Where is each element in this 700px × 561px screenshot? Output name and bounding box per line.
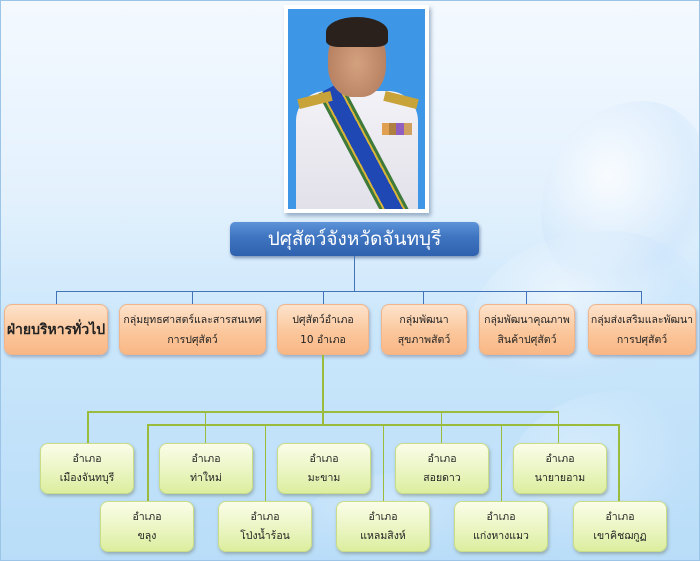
district-laem-sing[interactable]: อำเภอ แหลมสิงห์ — [336, 501, 430, 552]
department-drop — [56, 291, 57, 304]
district-khlung[interactable]: อำเภอ ขลุง — [100, 501, 194, 552]
department-label: กลุ่มส่งเสริมและพัฒนา — [590, 313, 694, 326]
district-prefix: อำเภอ — [72, 452, 102, 465]
department-general-admin[interactable]: ฝ่ายบริหารทั่วไป — [4, 304, 108, 355]
department-label: ฝ่ายบริหารทั่วไป — [6, 321, 106, 338]
district-na-yai-am[interactable]: อำเภอ นายายอาม — [513, 443, 607, 494]
district-name: แหลมสิงห์ — [360, 529, 406, 542]
district-name: นายายอาม — [534, 471, 586, 484]
department-label: กลุ่มยุทธศาสตร์และสารสนเทศ — [123, 313, 262, 326]
department-drop — [192, 291, 193, 304]
district-drop — [618, 424, 620, 501]
district-name: สอยดาว — [423, 471, 461, 484]
department-label: 10 อำเภอ — [300, 333, 346, 346]
district-kaeng-hang-maeo[interactable]: อำเภอ แก่งหางแมว — [454, 501, 548, 552]
hair-shape — [326, 17, 388, 47]
district-prefix: อำเภอ — [250, 510, 280, 523]
department-label: สินค้าปศุสัตว์ — [497, 333, 557, 346]
district-drop — [265, 424, 266, 501]
district-pong-nam-ron[interactable]: อำเภอ โป่งน้ำร้อน — [218, 501, 312, 552]
district-name: โป่งน้ำร้อน — [240, 529, 290, 542]
district-trunk — [322, 355, 324, 425]
title-connector — [354, 256, 355, 292]
department-animal-health[interactable]: กลุ่มพัฒนา สุขภาพสัตว์ — [381, 304, 467, 355]
district-prefix: อำเภอ — [191, 452, 221, 465]
department-drop — [526, 291, 527, 304]
district-name: มะขาม — [307, 471, 341, 484]
department-label: กลุ่มพัฒนาคุณภาพ — [484, 313, 570, 326]
department-strategy-info[interactable]: กลุ่มยุทธศาสตร์และสารสนเทศ การปศุสัตว์ — [119, 304, 266, 355]
district-prefix: อำเภอ — [132, 510, 162, 523]
district-prefix: อำเภอ — [309, 452, 339, 465]
department-label: การปศุสัตว์ — [616, 333, 668, 346]
district-drop — [205, 411, 206, 443]
department-drop — [423, 291, 424, 304]
district-name: ขลุง — [137, 529, 157, 542]
department-label: กลุ่มพัฒนา — [399, 313, 449, 326]
org-title: ปศุสัตว์จังหวัดจันทบุรี — [267, 228, 442, 250]
district-name: เมืองจันทบุรี — [59, 471, 115, 484]
department-livestock-promotion[interactable]: กลุ่มส่งเสริมและพัฒนา การปศุสัตว์ — [588, 304, 696, 355]
district-mueang-chanthaburi[interactable]: อำเภอ เมืองจันทบุรี — [40, 443, 134, 494]
medals-ribbon — [382, 123, 412, 135]
department-label: ปศุสัตว์อำเภอ — [292, 313, 354, 326]
district-khao-khitchakut[interactable]: อำเภอ เขาคิชฌกูฏ — [573, 501, 667, 552]
district-bus-upper — [87, 411, 559, 413]
district-drop — [558, 411, 559, 443]
officer-photo-frame — [284, 5, 429, 213]
district-name: แก่งหางแมว — [473, 529, 529, 542]
district-soi-dao[interactable]: อำเภอ สอยดาว — [395, 443, 489, 494]
department-label: สุขภาพสัตว์ — [397, 333, 451, 346]
district-makham[interactable]: อำเภอ มะขาม — [277, 443, 371, 494]
department-drop — [641, 291, 642, 304]
district-prefix: อำเภอ — [427, 452, 457, 465]
department-product-quality[interactable]: กลุ่มพัฒนาคุณภาพ สินค้าปศุสัตว์ — [479, 304, 575, 355]
district-drop — [147, 424, 149, 501]
district-prefix: อำเภอ — [486, 510, 516, 523]
district-name: เขาคิชฌกูฏ — [593, 529, 647, 542]
district-drop — [501, 424, 502, 501]
district-prefix: อำเภอ — [545, 452, 575, 465]
department-bus — [56, 291, 642, 292]
district-prefix: อำเภอ — [605, 510, 635, 523]
district-drop — [383, 424, 384, 501]
officer-photo — [288, 9, 425, 209]
district-drop — [441, 411, 442, 443]
district-tha-mai[interactable]: อำเภอ ท่าใหม่ — [159, 443, 253, 494]
department-label: การปศุสัตว์ — [167, 333, 218, 346]
district-prefix: อำเภอ — [368, 510, 398, 523]
org-title-box[interactable]: ปศุสัตว์จังหวัดจันทบุรี — [230, 222, 479, 256]
department-district-offices[interactable]: ปศุสัตว์อำเภอ 10 อำเภอ — [277, 304, 369, 355]
district-name: ท่าใหม่ — [190, 471, 222, 484]
department-drop — [323, 291, 324, 304]
district-drop — [87, 411, 89, 443]
